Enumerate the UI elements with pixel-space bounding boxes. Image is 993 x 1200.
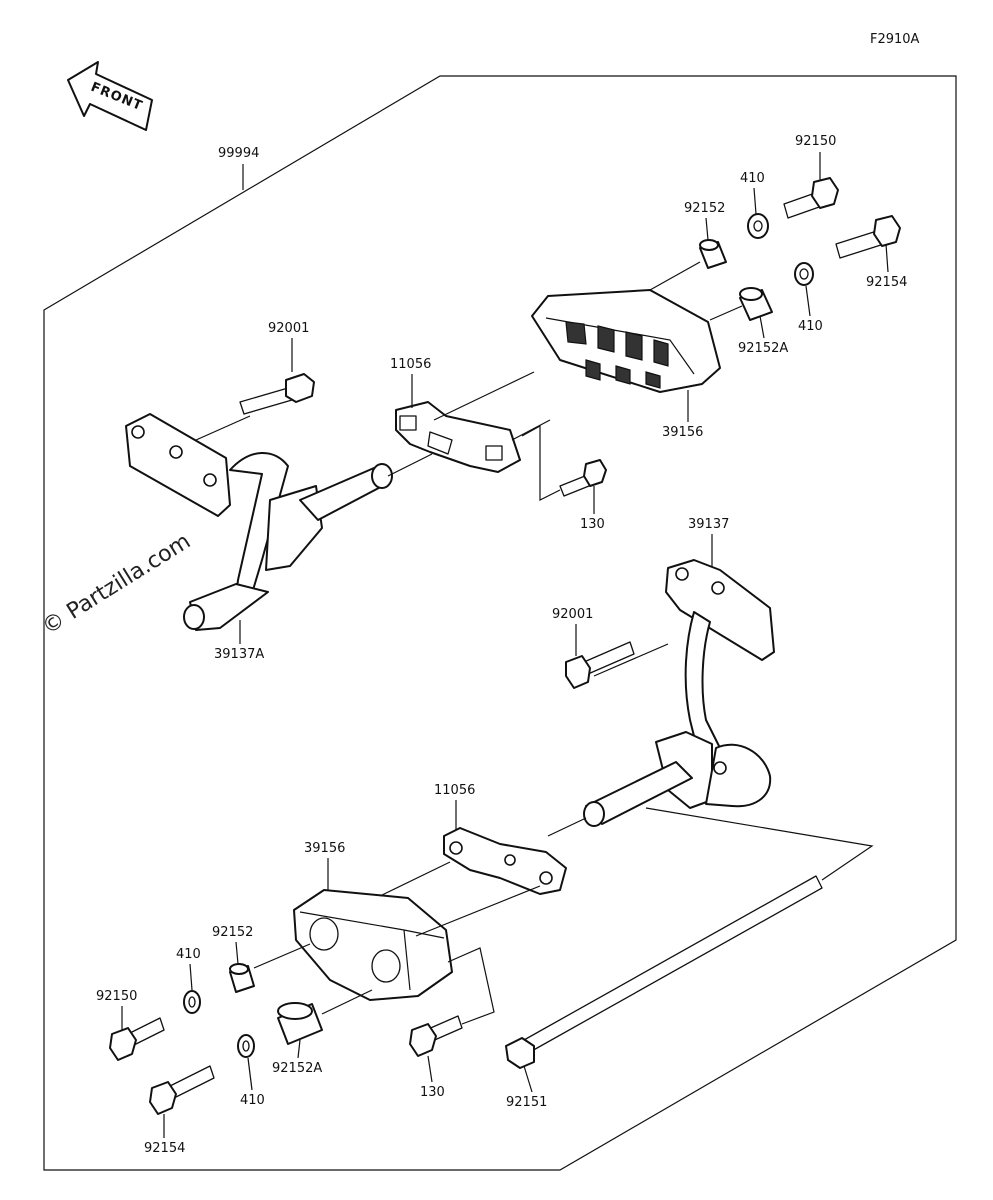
part-labels: 99994 92150 410 92152 92154 410 92152A 3… xyxy=(96,134,907,1156)
collar-92152-bottom xyxy=(229,963,255,993)
collar-92152A-bottom xyxy=(277,1002,323,1045)
label-92154-top: 92154 xyxy=(866,275,907,290)
washer-410-top-b xyxy=(794,262,814,286)
front-arrow-icon: FRONT xyxy=(67,61,153,131)
label-410-bottom-b: 410 xyxy=(240,1093,265,1108)
label-92152-bottom: 92152 xyxy=(212,925,253,940)
label-92154-bottom: 92154 xyxy=(144,1141,185,1156)
washer-410-bottom-b xyxy=(237,1034,255,1058)
guide-lines-top xyxy=(195,261,743,501)
label-92150-top: 92150 xyxy=(795,134,836,149)
bracket-11056-bottom xyxy=(443,827,567,895)
bolt-92154-bottom xyxy=(149,1065,215,1115)
bolt-92150-top xyxy=(783,177,839,219)
label-11056-bottom: 11056 xyxy=(434,783,475,798)
label-39156-bottom: 39156 xyxy=(304,841,345,856)
collar-92152-top xyxy=(699,239,727,269)
frame-bracket-39137A xyxy=(125,413,393,631)
bolt-130-top xyxy=(559,459,607,497)
label-92001-right: 92001 xyxy=(552,607,593,622)
slider-39156-bottom xyxy=(293,889,453,1001)
label-92152A-bottom: 92152A xyxy=(272,1061,322,1076)
bolt-92154-top xyxy=(835,215,901,259)
label-92001-left: 92001 xyxy=(268,321,309,336)
label-92151: 92151 xyxy=(506,1095,547,1110)
label-92152-top: 92152 xyxy=(684,201,725,216)
bolt-92150-bottom xyxy=(109,1017,165,1061)
washer-410-top-a xyxy=(747,213,769,239)
bracket-11056-top xyxy=(395,401,521,473)
bolt-92001-left xyxy=(239,373,315,415)
label-410-top-b: 410 xyxy=(798,319,823,334)
bolt-92151 xyxy=(505,875,823,1069)
watermark: © Partzilla.com xyxy=(38,529,195,640)
label-kit-99994: 99994 xyxy=(218,146,259,161)
label-39156-top: 39156 xyxy=(662,425,703,440)
label-130-top: 130 xyxy=(580,517,605,532)
slider-39156-top xyxy=(531,289,721,393)
label-410-bottom-a: 410 xyxy=(176,947,201,962)
label-130-bottom: 130 xyxy=(420,1085,445,1100)
frame-bracket-39137 xyxy=(583,559,775,827)
label-11056-top: 11056 xyxy=(390,357,431,372)
diagram-code: F2910A xyxy=(870,32,920,47)
label-410-top-a: 410 xyxy=(740,171,765,186)
bolt-130-bottom xyxy=(409,1015,463,1057)
label-39137A: 39137A xyxy=(214,647,264,662)
label-92152A-top: 92152A xyxy=(738,341,788,356)
guide-lines-bottom xyxy=(253,643,874,1025)
kit-outline xyxy=(43,75,957,1171)
washer-410-bottom-a xyxy=(183,990,201,1014)
collar-92152A-top xyxy=(739,287,773,321)
label-39137: 39137 xyxy=(688,517,729,532)
label-92150-bottom: 92150 xyxy=(96,989,137,1004)
bolt-92001-right xyxy=(565,641,635,689)
